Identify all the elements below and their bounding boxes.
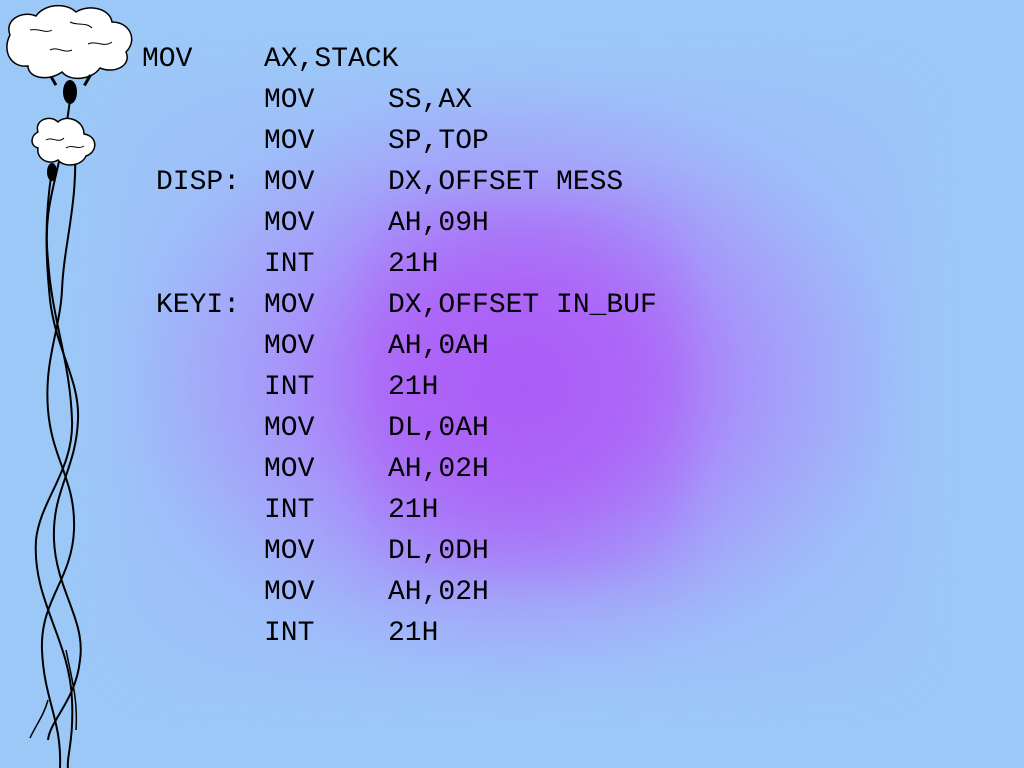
- code-operands: DL,0AH: [388, 413, 489, 444]
- code-line: MOV DL,0DH: [0, 532, 1024, 572]
- code-opcode: MOV: [264, 413, 315, 444]
- code-operands: 21H: [388, 495, 439, 526]
- code-label: DISP:: [155, 167, 240, 198]
- code-line: MOV AH,09H: [0, 204, 1024, 244]
- code-opcode: MOV: [264, 454, 315, 485]
- code-line: MOV SS,AX: [0, 81, 1024, 121]
- code-operands: AH,09H: [388, 208, 489, 239]
- code-opcode: INT: [264, 372, 315, 403]
- code-opcode: MOV: [264, 290, 315, 321]
- code-line: MOV AH,0AH: [0, 327, 1024, 367]
- background-glow-core: [360, 200, 690, 580]
- code-operands: SS,AX: [388, 85, 473, 116]
- code-line: INT 21H: [0, 368, 1024, 408]
- code-operands: AH,0AH: [388, 331, 489, 362]
- code-opcode: MOV: [264, 331, 315, 362]
- code-line: MOV AH,02H: [0, 450, 1024, 490]
- code-operands: 21H: [388, 372, 439, 403]
- code-opcode: MOV: [142, 44, 193, 75]
- code-operands: 21H: [388, 249, 439, 280]
- code-line: MOV DL,0AH: [0, 409, 1024, 449]
- code-operands: AX,STACK: [264, 44, 399, 75]
- code-operands: DX,OFFSET MESS: [388, 167, 624, 198]
- code-opcode: MOV: [264, 85, 315, 116]
- code-opcode: MOV: [264, 577, 315, 608]
- code-opcode: MOV: [264, 126, 315, 157]
- code-operands: 21H: [388, 618, 439, 649]
- code-operands: DX,OFFSET IN_BUF: [388, 290, 657, 321]
- code-operands: DL,0DH: [388, 536, 489, 567]
- code-line: DISP: MOV DX,OFFSET MESS: [0, 163, 1024, 203]
- code-line: INT 21H: [0, 491, 1024, 531]
- code-line: INT 21H: [0, 614, 1024, 654]
- code-operands: AH,02H: [388, 577, 489, 608]
- code-opcode: MOV: [264, 167, 315, 198]
- code-opcode: INT: [264, 249, 315, 280]
- balloon-cluster-icon: [6, 4, 133, 768]
- code-line: MOV SP,TOP: [0, 122, 1024, 162]
- code-operands: AH,02H: [388, 454, 489, 485]
- code-line: MOV AX,STACK: [0, 40, 1024, 80]
- code-line: INT 21H: [0, 245, 1024, 285]
- code-opcode: MOV: [264, 208, 315, 239]
- code-line: MOV AH,02H: [0, 573, 1024, 613]
- code-opcode: INT: [264, 495, 315, 526]
- code-operands: SP,TOP: [388, 126, 489, 157]
- code-opcode: MOV: [264, 536, 315, 567]
- code-line: KEYI: MOV DX,OFFSET IN_BUF: [0, 286, 1024, 326]
- code-opcode: INT: [264, 618, 315, 649]
- code-label: KEYI:: [155, 290, 240, 321]
